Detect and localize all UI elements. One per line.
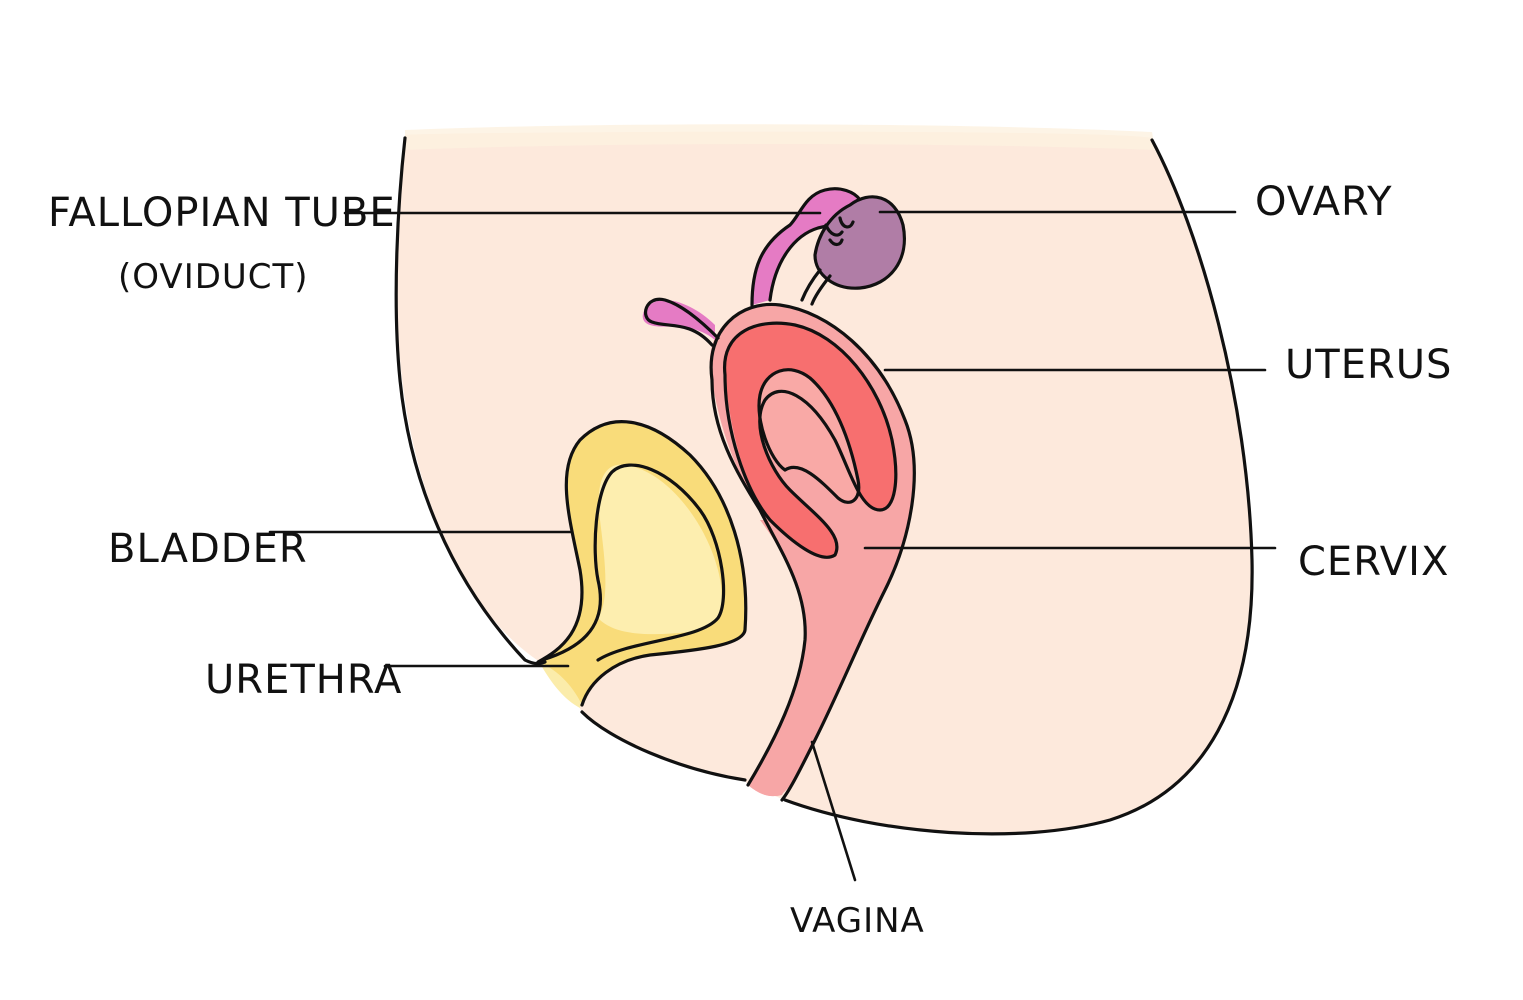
bladder-outer-outline xyxy=(536,420,748,707)
ovary-outline xyxy=(813,195,906,290)
label-uterus: UTERUS xyxy=(1285,342,1452,388)
body-outline-left xyxy=(394,136,547,666)
fallopian-tube-left-outline xyxy=(643,297,720,347)
label-bladder: BLADDER xyxy=(108,526,308,572)
body-outline-bottom xyxy=(580,710,747,782)
label-fallopian-tube: FALLOPIAN TUBE xyxy=(48,190,396,236)
label-vagina: VAGINA xyxy=(790,901,925,941)
bladder-inner xyxy=(598,464,722,635)
bladder-inner-outline xyxy=(540,463,726,662)
fallopian-tube-right-outline xyxy=(750,187,862,307)
body-top-band xyxy=(405,124,1155,150)
uterus-inner-outline xyxy=(757,368,861,504)
uterus-middle-outline xyxy=(723,321,898,559)
ovary-ligament xyxy=(800,268,832,306)
body-outline-right xyxy=(783,138,1254,836)
label-oviduct: (OVIDUCT) xyxy=(118,257,309,297)
fallopian-tube-left xyxy=(642,300,715,340)
label-ovary: OVARY xyxy=(1255,179,1393,225)
uterus-outer-outline xyxy=(709,302,916,802)
ovary-shape xyxy=(815,196,905,289)
leader-vagina xyxy=(810,740,857,882)
fimbriae xyxy=(824,216,855,247)
label-urethra: URETHRA xyxy=(205,657,402,703)
label-cervix: CERVIX xyxy=(1298,539,1449,585)
